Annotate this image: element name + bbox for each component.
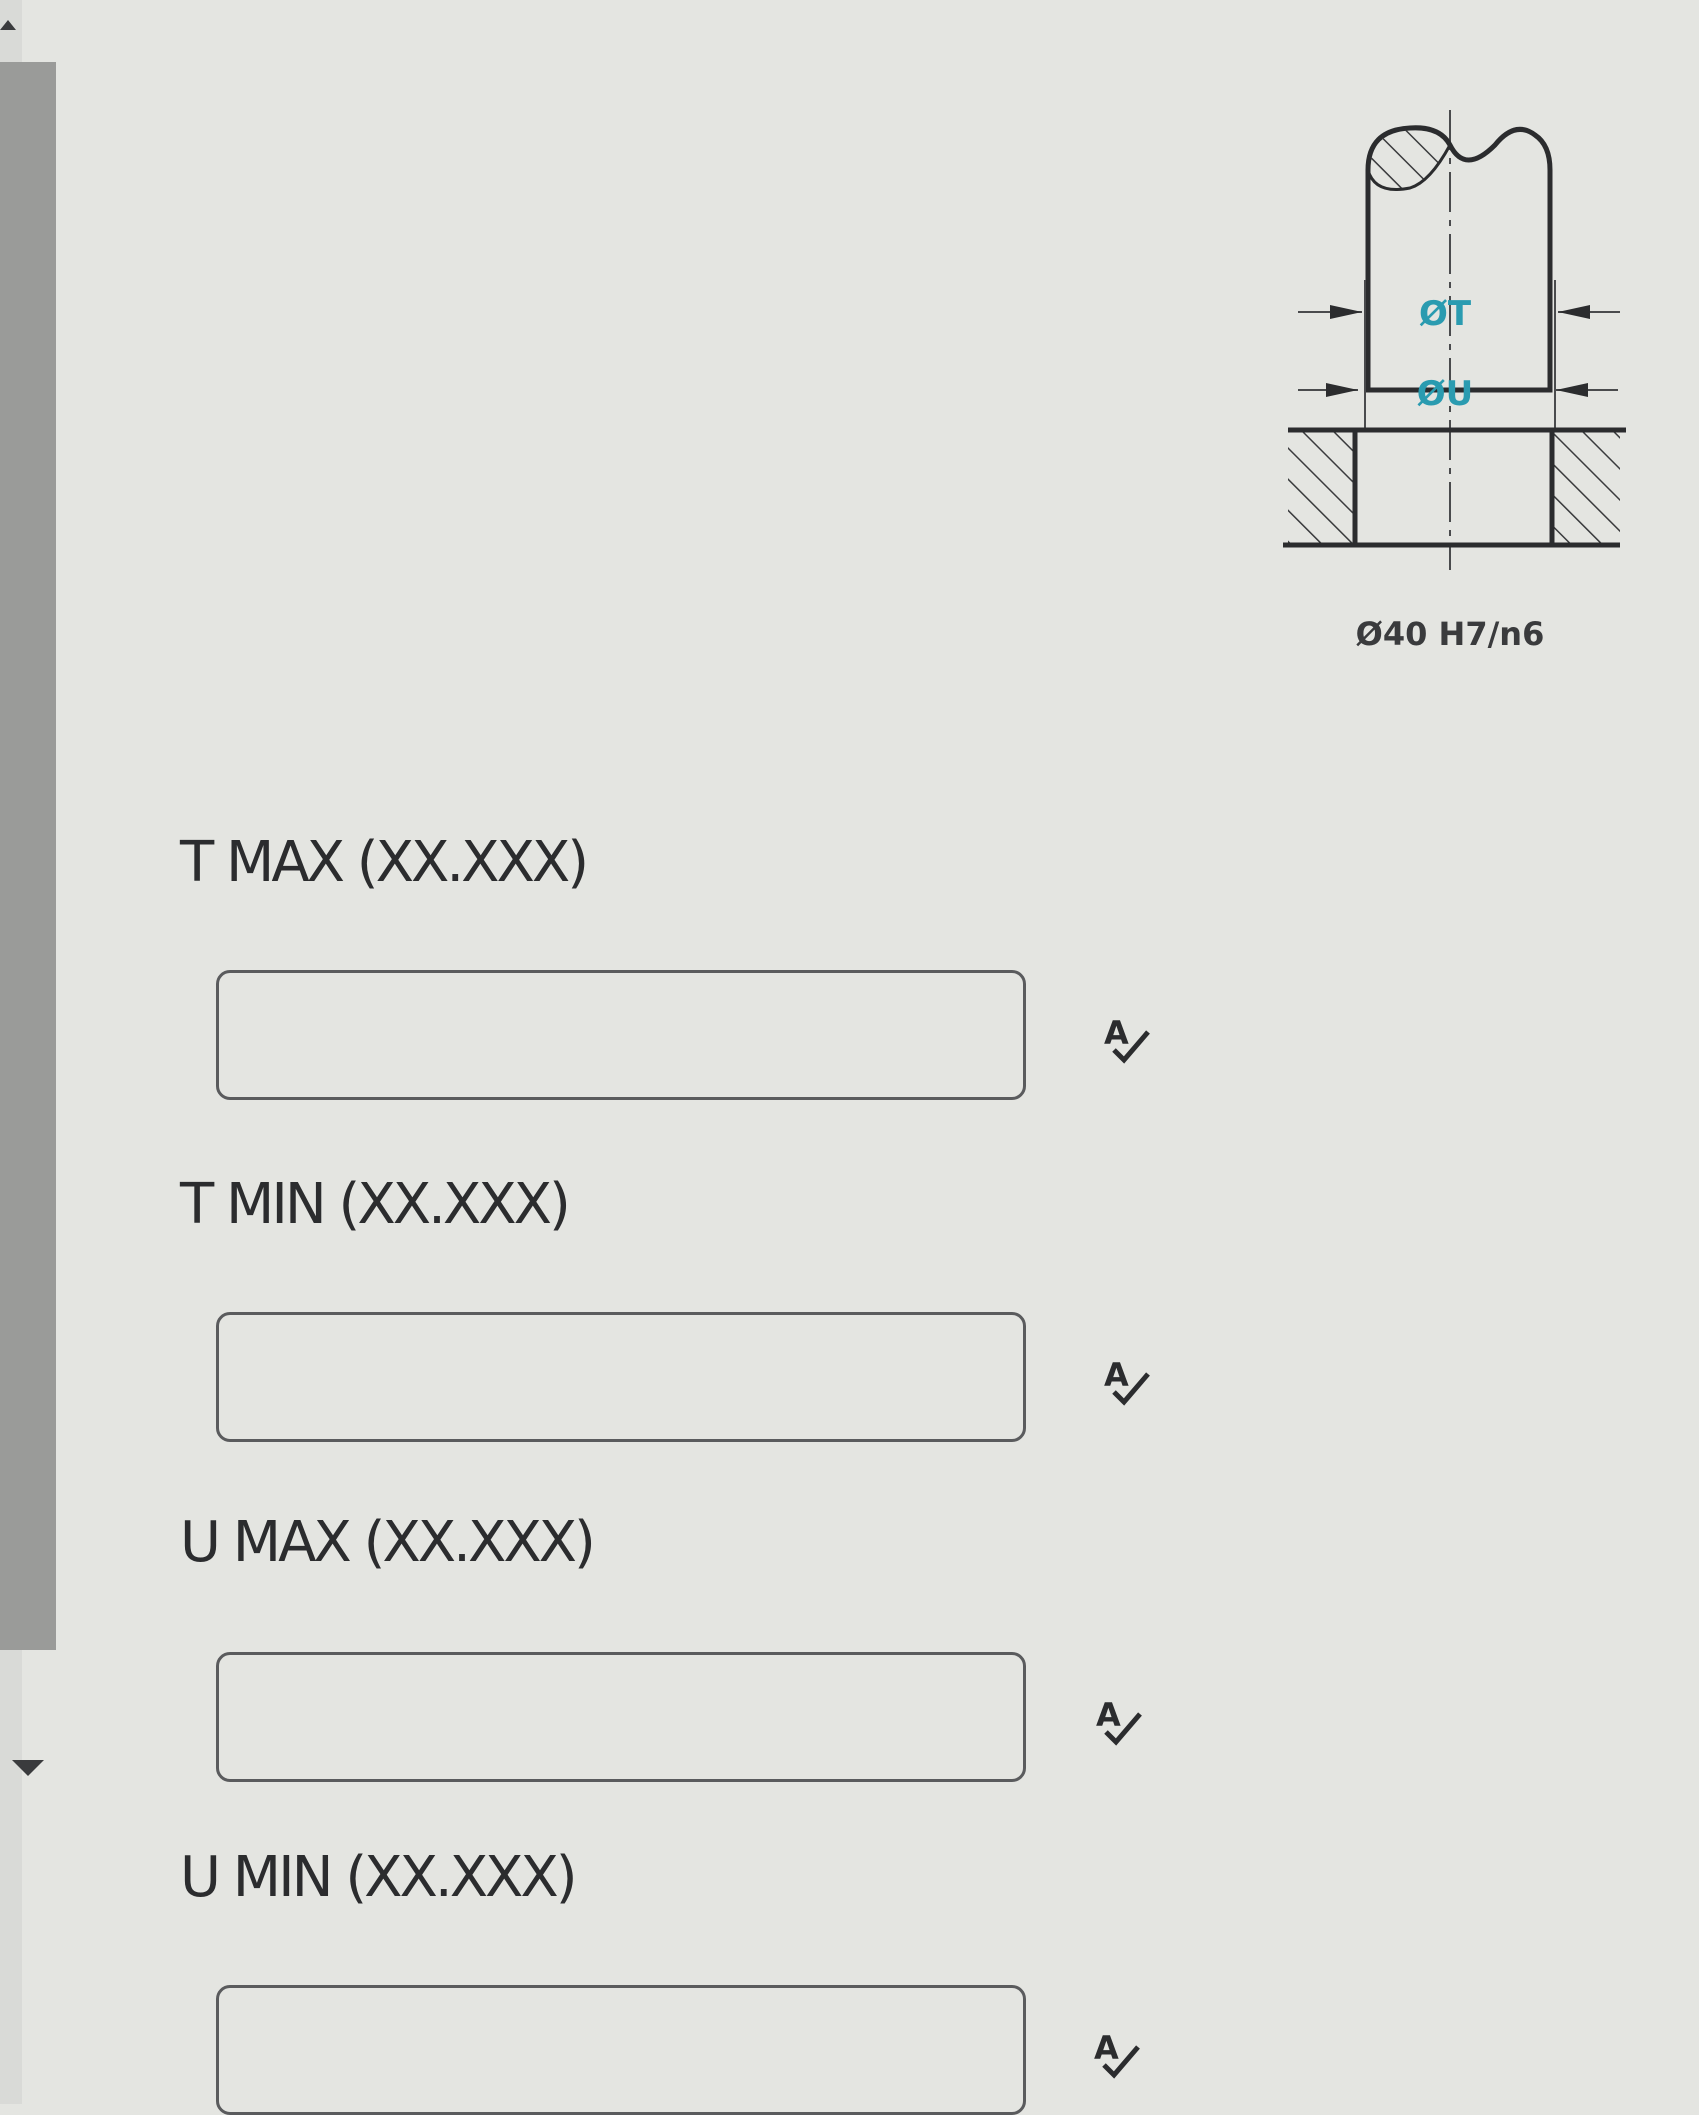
svg-text:A: A: [1104, 1014, 1129, 1052]
svg-text:A: A: [1104, 1356, 1129, 1394]
shaft-drawing: [1365, 125, 1553, 393]
t-max-label: T MAX (XX.XXX): [180, 830, 589, 895]
svg-text:A: A: [1094, 2029, 1119, 2067]
scrollbar-thumb[interactable]: [0, 62, 56, 1650]
scroll-down-arrow-icon[interactable]: [12, 1760, 44, 1776]
spellcheck-icon[interactable]: A: [1100, 1352, 1156, 1408]
t-min-input[interactable]: [216, 1312, 1026, 1442]
spellcheck-icon[interactable]: A: [1090, 2025, 1146, 2081]
u-max-label: U MAX (XX.XXX): [180, 1510, 596, 1575]
scroll-up-arrow-icon[interactable]: [0, 20, 16, 30]
u-max-input[interactable]: [216, 1652, 1026, 1782]
svg-text:ØT: ØT: [1419, 294, 1472, 334]
hole-drawing: [1283, 427, 1626, 548]
shaft-hole-fit-diagram: ØT ØU Ø40 H7/n6: [1250, 100, 1630, 670]
u-min-input[interactable]: [216, 1985, 1026, 2115]
t-max-input[interactable]: [216, 970, 1026, 1100]
svg-text:Ø40 H7/n6: Ø40 H7/n6: [1356, 615, 1545, 653]
spellcheck-icon[interactable]: A: [1100, 1010, 1156, 1066]
svg-text:ØU: ØU: [1417, 374, 1474, 414]
svg-text:A: A: [1096, 1696, 1121, 1734]
u-min-label: U MIN (XX.XXX): [180, 1845, 578, 1910]
spellcheck-icon[interactable]: A: [1092, 1692, 1148, 1748]
t-min-label: T MIN (XX.XXX): [180, 1172, 571, 1237]
